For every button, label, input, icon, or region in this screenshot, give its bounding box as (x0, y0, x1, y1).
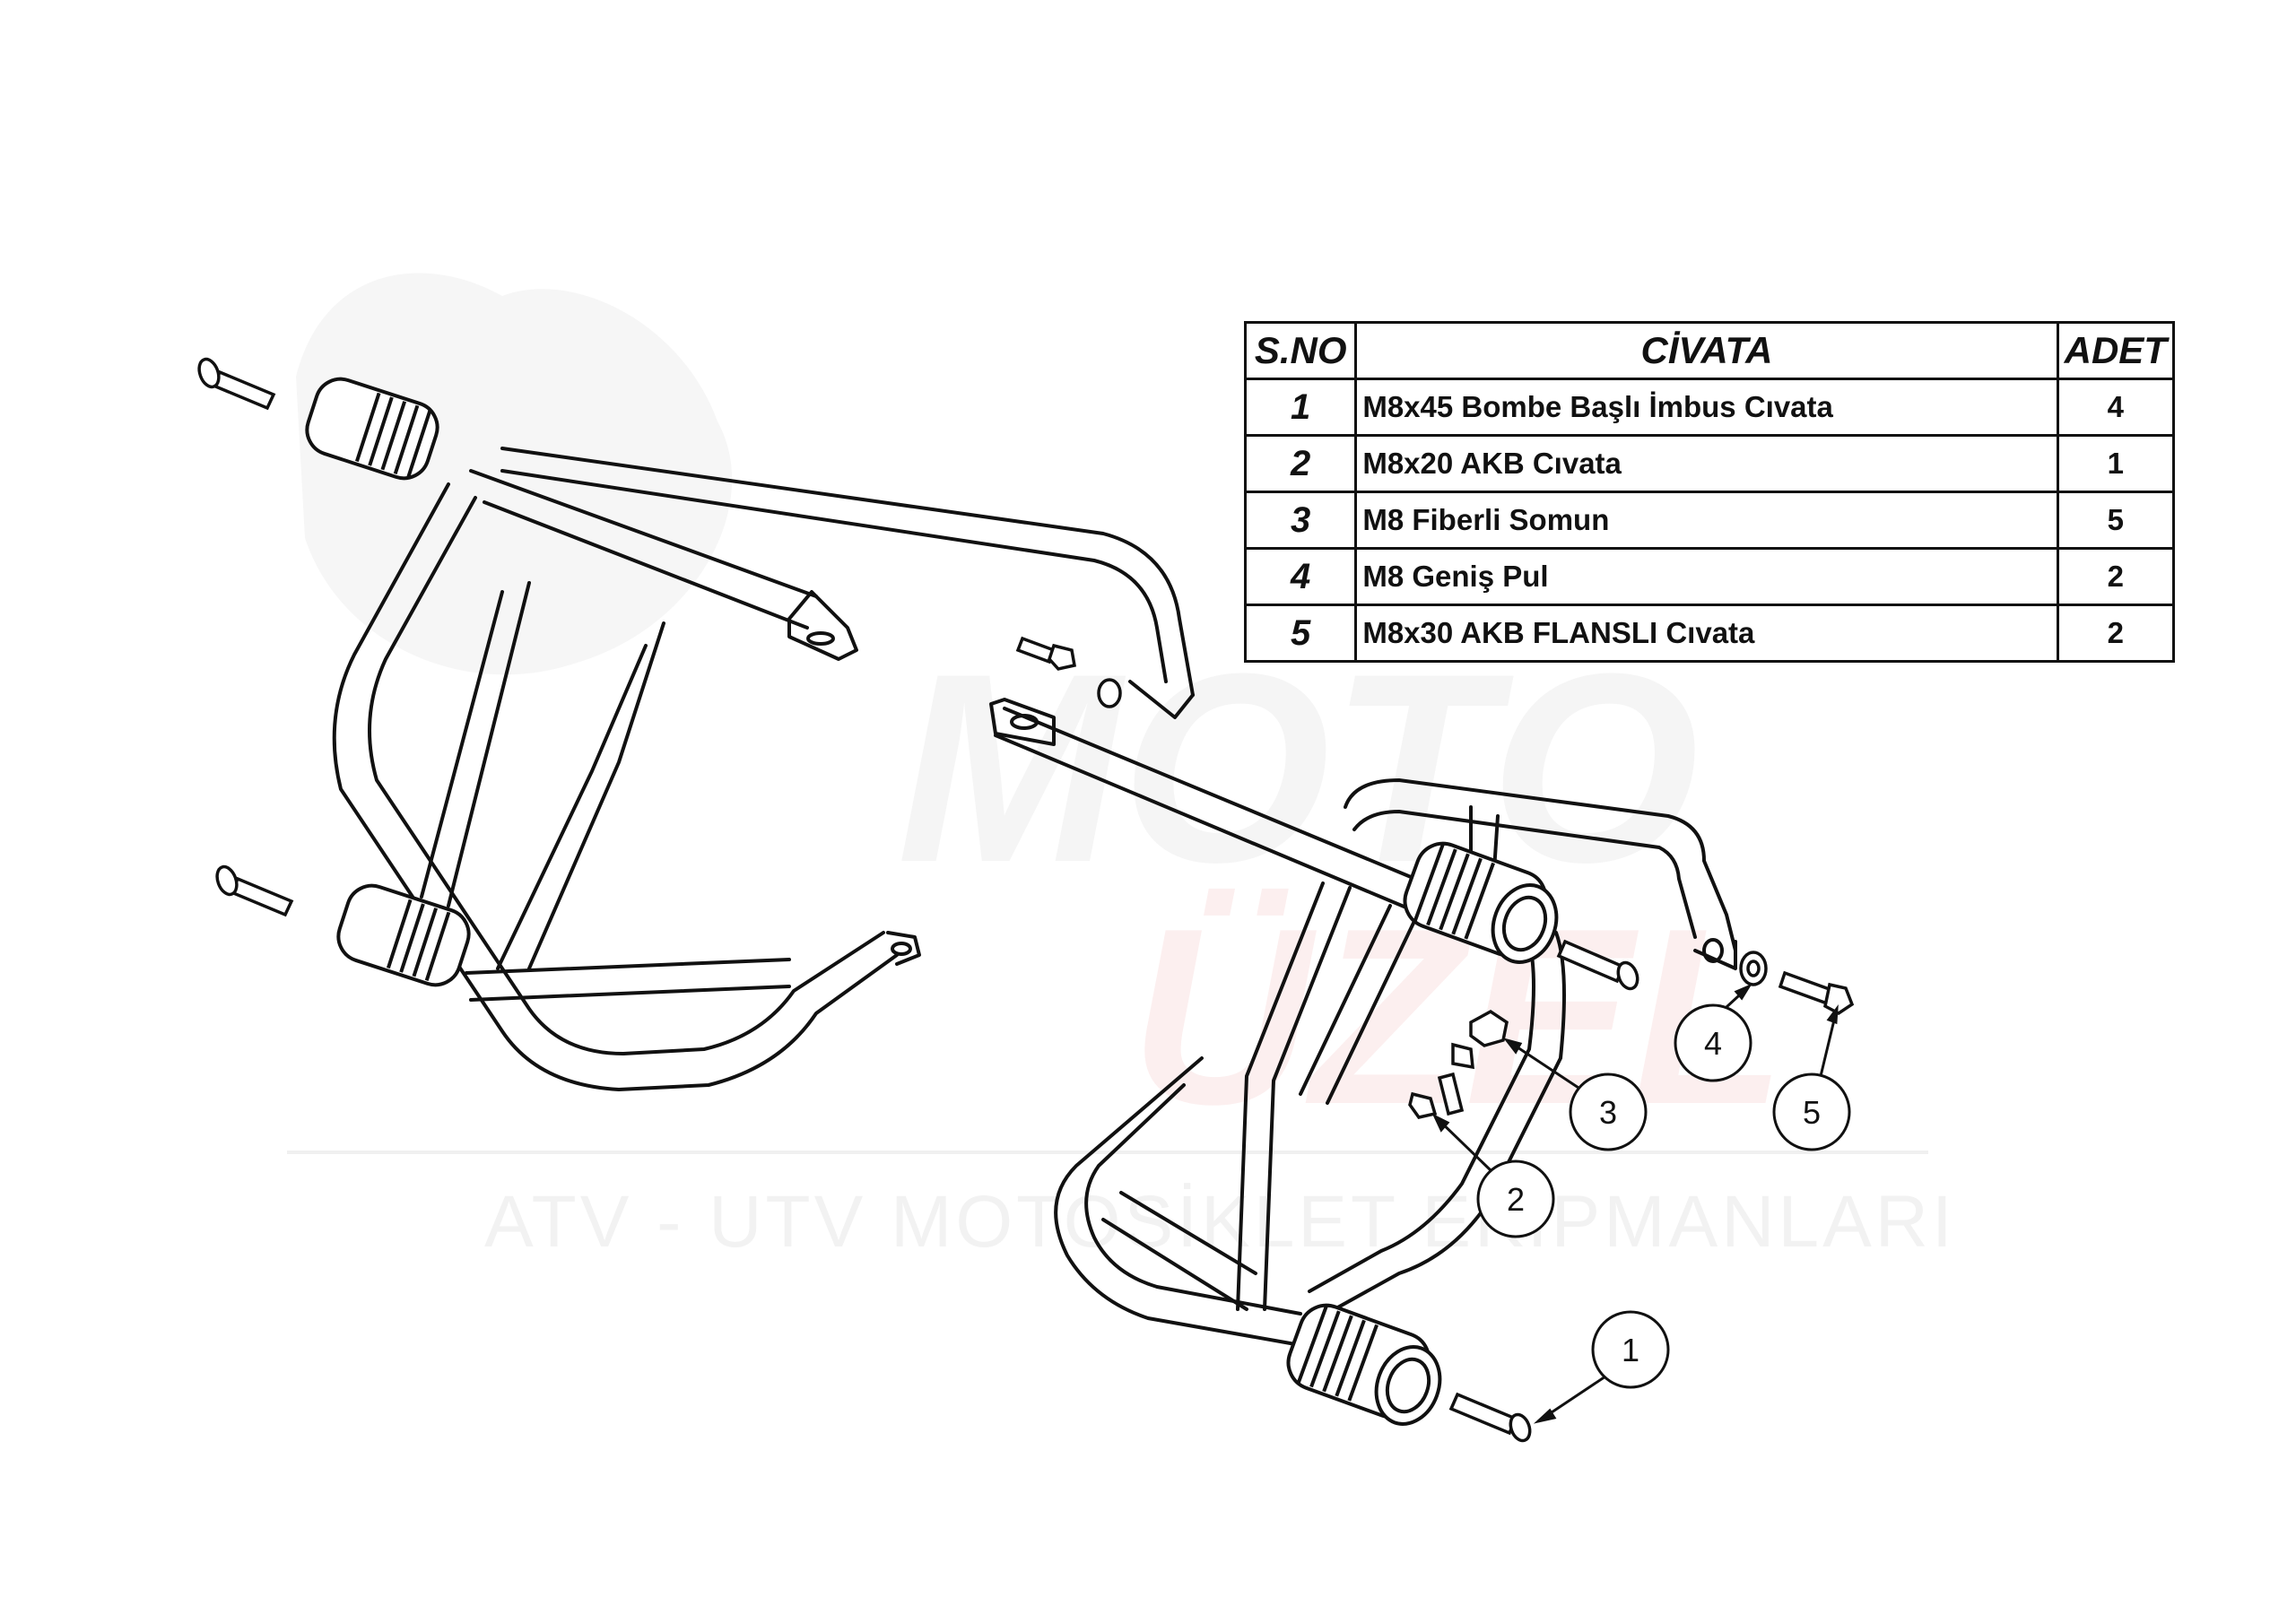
callout-3: 3 (1503, 1038, 1648, 1151)
left-slider-bottom (336, 883, 471, 987)
watermark: MOTO ÜZEL ATV - UTV MOTOSİKLET EKİPMANLA… (287, 273, 1952, 1263)
right-slider-bottom (1286, 1303, 1442, 1426)
callout-label-3: 3 (1599, 1094, 1617, 1131)
callout-5: 5 (1772, 1004, 1851, 1151)
row-name: M8x45 Bombe Başlı İmbus Cıvata (1354, 378, 2059, 437)
row-qty: 2 (2056, 604, 2176, 663)
row-sno: 2 (1243, 434, 1358, 493)
callouts: 1 2 3 4 5 (1431, 983, 1851, 1424)
callout-label-2: 2 (1507, 1181, 1525, 1218)
bolt-2 (1408, 1072, 1465, 1119)
left-crash-bar (332, 447, 1195, 1091)
washer-4 (1739, 951, 1768, 986)
row-qty: 1 (2056, 434, 2176, 493)
row-sno: 3 (1243, 491, 1358, 550)
row-name: M8x20 AKB Cıvata (1354, 434, 2059, 493)
nut-3 (1451, 1009, 1509, 1070)
header-name: CİVATA (1354, 321, 2059, 380)
bolt-1 (1448, 1392, 1532, 1443)
row-qty: 5 (2056, 491, 2176, 550)
callout-label-4: 4 (1704, 1025, 1722, 1062)
row-sno: 4 (1243, 547, 1358, 606)
row-name: M8 Fiberli Somun (1354, 491, 2059, 550)
bolt-5 (1778, 970, 1855, 1016)
header-sno: S.NO (1243, 321, 1358, 380)
bolt-center (1556, 939, 1639, 991)
row-qty: 2 (2056, 547, 2176, 606)
callout-label-1: 1 (1622, 1332, 1639, 1368)
right-slider-top (1403, 841, 1559, 964)
header-qty: ADET (2056, 321, 2176, 380)
table-row: 2 M8x20 AKB Cıvata 1 (1243, 434, 2176, 493)
table-row: 5 M8x30 AKB FLANSLI Cıvata 2 (1243, 604, 2176, 663)
front-bolt (1015, 636, 1122, 708)
watermark-word-top: MOTO (897, 617, 1699, 918)
row-qty: 4 (2056, 378, 2176, 437)
table-row: 1 M8x45 Bombe Başlı İmbus Cıvata 4 (1243, 378, 2176, 437)
callout-4: 4 (1674, 983, 1752, 1082)
callout-label-5: 5 (1803, 1094, 1821, 1131)
row-sno: 1 (1243, 378, 1358, 437)
row-name: M8x30 AKB FLANSLI Cıvata (1354, 604, 2059, 663)
row-sno: 5 (1243, 604, 1358, 663)
parts-table: S.NO CİVATA ADET 1 M8x45 Bombe Başlı İmb… (1243, 321, 2176, 663)
table-header-row: S.NO CİVATA ADET (1243, 321, 2176, 380)
left-slider-top (305, 377, 439, 481)
callout-1: 1 (1533, 1310, 1670, 1424)
callout-2: 2 (1431, 1113, 1555, 1238)
table-row: 3 M8 Fiberli Somun 5 (1243, 491, 2176, 550)
left-bolt-top (197, 357, 276, 411)
left-bolt-bottom (215, 864, 294, 917)
table-row: 4 M8 Geniş Pul 2 (1243, 547, 2176, 606)
row-name: M8 Geniş Pul (1354, 547, 2059, 606)
right-crash-bar (989, 698, 1737, 1347)
